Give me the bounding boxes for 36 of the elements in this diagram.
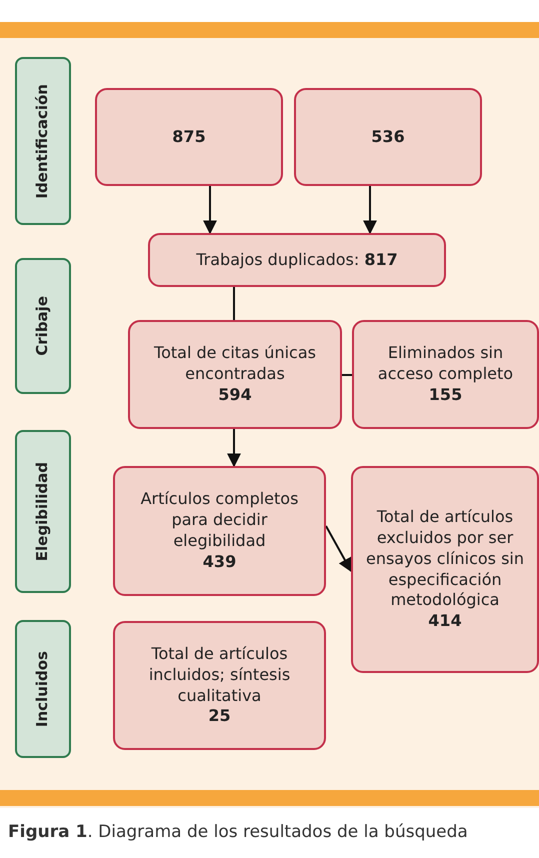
count-text: 439 <box>202 552 236 573</box>
box-text: Total de citas únicas encontradas <box>153 343 317 385</box>
count-text: 25 <box>208 706 231 728</box>
stage-label: Elegibilidad <box>33 462 52 562</box>
stage-label: Cribaje <box>33 296 52 356</box>
arrow <box>227 429 241 468</box>
process-box <box>113 621 326 750</box>
process-box <box>95 88 283 186</box>
count-text: 536 <box>371 126 405 148</box>
stage-label-box <box>15 430 71 593</box>
connector-line <box>342 374 352 376</box>
count-text: 594 <box>218 384 252 406</box>
stage-label-box <box>15 57 71 225</box>
stage-label-box <box>15 620 71 758</box>
process-box <box>351 466 539 673</box>
box-text: Eliminados sin acceso completo <box>376 343 514 385</box>
figure-caption: Figura 1. Diagrama de los resultados de la búsqueda <box>8 822 468 842</box>
stage-label: Incluidos <box>33 650 52 728</box>
box-text: Total de artículos incluidos; síntesis cualitativa <box>148 644 292 706</box>
arrow <box>325 526 352 572</box>
process-box <box>128 320 342 429</box>
arrow <box>203 186 217 234</box>
process-box <box>113 466 326 596</box>
stage-label: Identificación <box>33 84 52 198</box>
box-text: Total de artículos excluidos por ser ensayos clínicos sin especificación metodológica <box>364 507 525 612</box>
count-text: 414 <box>428 611 462 632</box>
process-box <box>294 88 482 186</box>
box-text: Trabajos duplicados: 817 <box>196 250 398 270</box>
stage-label-box <box>15 258 71 394</box>
box-text: Artículos completos para decidir elegibilidad <box>140 489 300 552</box>
arrow <box>363 186 377 234</box>
count-text: 875 <box>172 126 206 148</box>
count-text: 155 <box>428 384 462 406</box>
process-box <box>148 233 446 287</box>
connector-line <box>233 287 235 320</box>
process-box <box>352 320 539 429</box>
